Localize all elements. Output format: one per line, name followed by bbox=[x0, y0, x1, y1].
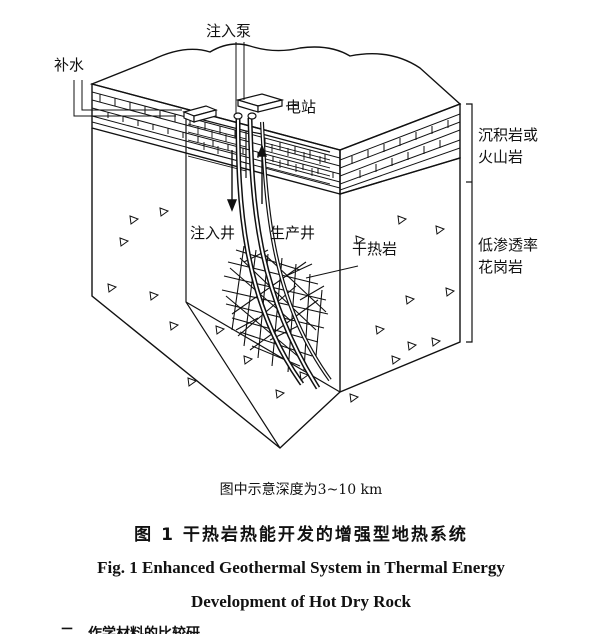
injection-well bbox=[235, 117, 305, 386]
egs-block-diagram: 注入泵 补水 电站 沉积岩或 火山岩 低渗透率 花岗岩 注入井 生产井 干热岩 bbox=[54, 22, 538, 449]
cut-off-heading: 二、作学材料的比较研 bbox=[60, 626, 200, 634]
depth-note: 图中示意深度为3~10 km bbox=[219, 482, 383, 498]
label-low-perm-granite-1: 低渗透率 bbox=[478, 236, 538, 254]
label-production-well: 生产井 bbox=[270, 224, 315, 242]
label-sedimentary-volcanic-2: 火山岩 bbox=[478, 148, 523, 166]
ground-surface bbox=[89, 43, 462, 151]
surface-equipment bbox=[182, 93, 285, 123]
label-makeup-water: 补水 bbox=[54, 56, 84, 74]
granite-block-right bbox=[339, 157, 461, 393]
figure-caption-english-line1: Fig. 1 Enhanced Geothermal System in The… bbox=[97, 558, 505, 577]
label-hot-dry-rock: 干热岩 bbox=[352, 240, 397, 258]
label-low-perm-granite-2: 花岗岩 bbox=[478, 258, 523, 276]
figure-caption-english-line2: Development of Hot Dry Rock bbox=[190, 592, 411, 611]
leader-lines bbox=[73, 42, 359, 279]
granite-block-front bbox=[91, 128, 341, 449]
label-power-station: 电站 bbox=[286, 98, 316, 116]
label-sedimentary-volcanic-1: 沉积岩或 bbox=[478, 126, 538, 144]
flow-arrows bbox=[226, 144, 268, 212]
right-face-layers bbox=[340, 113, 460, 191]
production-well bbox=[247, 117, 321, 390]
figure-caption-chinese: 图 1 干热岩热能开发的增强型地热系统 bbox=[134, 525, 468, 545]
label-injection-well: 注入井 bbox=[190, 224, 235, 242]
layer-bracket bbox=[466, 103, 473, 343]
granite-markers bbox=[107, 207, 456, 403]
label-injection-pump: 注入泵 bbox=[206, 22, 251, 40]
